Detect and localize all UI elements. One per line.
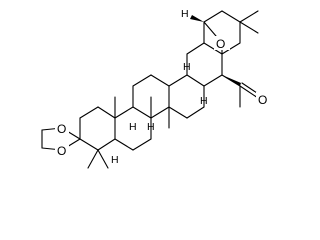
- atom-o-ketone: O: [258, 93, 267, 107]
- atom-h-8: H: [147, 121, 155, 133]
- atom-o-dioxolane-bottom: O: [57, 144, 66, 158]
- atom-h-9: H: [129, 121, 137, 133]
- stereo-bonds: [190, 15, 241, 86]
- atom-o-dioxolane-top: O: [57, 122, 66, 136]
- skeleton-bonds: [41, 10, 261, 169]
- atom-h-19: H: [181, 8, 189, 20]
- molecule-structure: O O O O H H H H H H: [41, 8, 270, 169]
- atom-h-5: H: [111, 154, 119, 166]
- atom-labels: O O O O H H H H H H: [55, 8, 270, 166]
- atom-h-18: H: [200, 95, 208, 107]
- atom-o-ether-bridge: O: [216, 37, 225, 51]
- atom-h-13: H: [183, 61, 191, 73]
